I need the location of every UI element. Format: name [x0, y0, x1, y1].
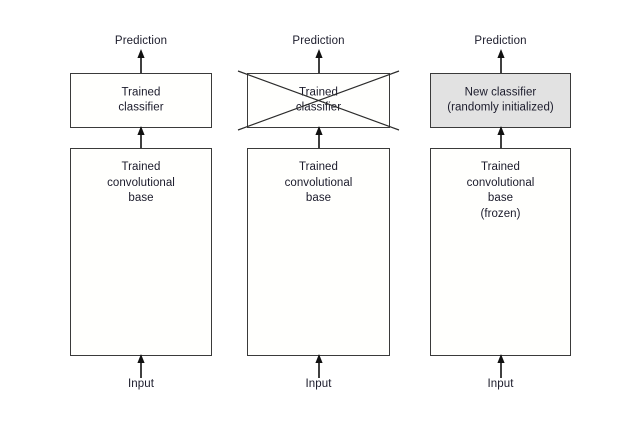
- frozen-convolutional-base-box: Trained convolutional base (frozen): [430, 148, 571, 356]
- prediction-label: Prediction: [114, 35, 168, 47]
- base-text-line-1: Trained: [299, 161, 338, 173]
- prediction-arrow-icon: [311, 49, 327, 75]
- base-text-line-3: base: [305, 192, 332, 204]
- base-text-line-2: convolutional: [284, 176, 353, 189]
- base-text-line-4: (frozen): [480, 207, 521, 220]
- trained-convolutional-base-box: Trained convolutional base: [247, 148, 390, 356]
- base-text-line-2: convolutional: [107, 176, 175, 189]
- column-pretrained: Prediction Trained classifier Trained co…: [70, 0, 212, 428]
- new-classifier-box: New classifier (randomly initialized): [430, 73, 571, 128]
- prediction-label: Prediction: [474, 35, 527, 47]
- input-arrow-icon: [493, 354, 509, 378]
- base-text-line-3: base: [487, 192, 514, 204]
- input-label: Input: [487, 378, 514, 390]
- classifier-text-line-1: Trained: [299, 86, 338, 98]
- classifier-text-line-2: (randomly initialized): [447, 101, 554, 114]
- column-new-classifier: Prediction New classifier (randomly init…: [430, 0, 571, 428]
- input-arrow-icon: [133, 354, 149, 378]
- trained-classifier-text: Trained classifier: [71, 85, 211, 116]
- classifier-text-line-1: New classifier: [464, 86, 537, 98]
- trained-convolutional-base-text: Trained convolutional base: [71, 160, 211, 207]
- trained-convolutional-base-text: Trained convolutional base: [248, 160, 389, 207]
- prediction-label: Prediction: [292, 35, 345, 47]
- classifier-text-line-2: classifier: [118, 101, 164, 114]
- column-discard-classifier: Prediction Trained classifier: [237, 0, 400, 428]
- classifier-text-line-1: Trained: [121, 86, 161, 98]
- prediction-arrow-icon: [493, 49, 509, 75]
- trained-classifier-box: Trained classifier: [247, 73, 390, 128]
- base-text-line-2: convolutional: [466, 176, 535, 189]
- prediction-arrow-icon: [133, 49, 149, 75]
- input-arrow-icon: [311, 354, 327, 378]
- trained-convolutional-base-box: Trained convolutional base: [70, 148, 212, 356]
- base-text-line-3: base: [128, 192, 154, 204]
- base-text-line-1: Trained: [481, 161, 520, 173]
- trained-classifier-box: Trained classifier: [70, 73, 212, 128]
- base-to-classifier-arrow-icon: [493, 126, 509, 150]
- base-to-classifier-arrow-icon: [133, 126, 149, 150]
- input-label: Input: [305, 378, 332, 390]
- trained-classifier-text: Trained classifier: [248, 85, 389, 116]
- input-label: Input: [127, 378, 155, 390]
- classifier-text-line-2: classifier: [295, 101, 342, 114]
- frozen-convolutional-base-text: Trained convolutional base (frozen): [431, 160, 570, 222]
- base-to-classifier-arrow-icon: [311, 126, 327, 150]
- new-classifier-text: New classifier (randomly initialized): [431, 85, 570, 116]
- base-text-line-1: Trained: [121, 161, 161, 173]
